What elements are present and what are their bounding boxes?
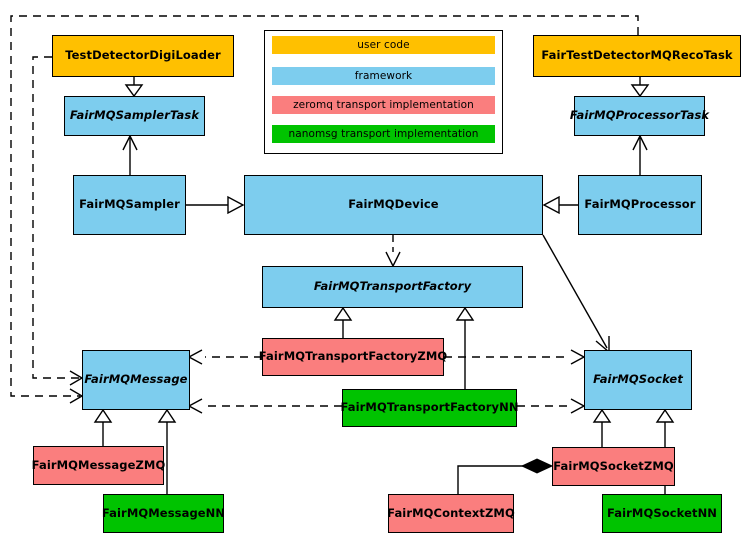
class-label: FairMQTransportFactoryZMQ — [258, 349, 448, 364]
class-label: FairMQProcessorTask — [569, 108, 710, 123]
edge-transportfactoryzmq-to-message — [187, 349, 262, 365]
edge-socketzmq-to-contextzmq — [457, 458, 554, 494]
class-label: FairMQTransportFactoryNN — [340, 400, 519, 415]
legend-label: nanomsg transport implementation — [288, 128, 479, 140]
legend-label: framework — [354, 70, 413, 82]
class-box-testdetectordigiloader[interactable]: TestDetectorDigiLoader — [52, 35, 234, 77]
edge-transportfactorynn-to-transportfactory — [455, 306, 475, 389]
class-label: TestDetectorDigiLoader — [65, 48, 221, 63]
edge-transportfactorynn-to-message — [187, 398, 342, 414]
class-box-fairmqmessagenn[interactable]: FairMQMessageNN — [101, 494, 226, 533]
class-box-fairmqdevice[interactable]: FairMQDevice — [244, 175, 543, 235]
class-box-fairmqprocessor[interactable]: FairMQProcessor — [578, 175, 702, 235]
legend-label: user code — [357, 39, 410, 51]
class-box-fairmqmessagezmq[interactable]: FairMQMessageZMQ — [31, 446, 166, 485]
edge-transportfactorynn-to-socket — [517, 398, 586, 414]
class-box-fairmqsocket[interactable]: FairMQSocket — [584, 350, 692, 410]
class-box-fairmqtransportfactoryzmq[interactable]: FairMQTransportFactoryZMQ — [259, 338, 447, 376]
class-label: FairMQMessage — [84, 372, 188, 387]
class-label: FairMQTransportFactory — [313, 279, 472, 294]
edge-transportfactoryzmq-to-transportfactory — [333, 306, 353, 338]
legend-item-framework: framework — [272, 67, 495, 85]
class-box-fairmqtransportfactorynn[interactable]: FairMQTransportFactoryNN — [340, 389, 519, 427]
class-label: FairMQMessageZMQ — [31, 457, 166, 472]
edge-sampler-to-device — [186, 195, 245, 215]
class-label: FairMQSocketZMQ — [553, 458, 674, 473]
class-box-fairmqsampler[interactable]: FairMQSampler — [73, 175, 186, 235]
edge-sampler-to-samplertask — [122, 134, 138, 175]
class-box-fairtestdetectormqrecotask[interactable]: FairTestDetectorMQRecoTask — [533, 35, 741, 77]
legend-item-user-code: user code — [272, 36, 495, 54]
class-label: FairMQSampler — [79, 197, 180, 212]
class-box-fairmqmessage[interactable]: FairMQMessage — [82, 350, 190, 410]
class-label: FairMQSocketNN — [606, 505, 718, 520]
edge-socketzmq-to-socket — [592, 408, 612, 447]
edge-processor-to-device — [542, 195, 578, 215]
class-box-fairmqsocketnn[interactable]: FairMQSocketNN — [602, 494, 722, 533]
class-box-fairmqprocessortask[interactable]: FairMQProcessorTask — [570, 96, 709, 136]
class-label: FairMQMessageNN — [101, 505, 226, 520]
class-box-fairmqsamplertask[interactable]: FairMQSamplerTask — [64, 96, 205, 136]
class-label: FairMQContextZMQ — [387, 505, 515, 520]
edge-device-to-transportfactory — [385, 235, 401, 268]
edge-recotask-to-processortask — [630, 77, 650, 98]
class-label: FairMQSocket — [593, 372, 683, 387]
edge-messagezmq-to-message — [93, 408, 113, 446]
class-label: FairTestDetectorMQRecoTask — [541, 48, 733, 63]
edge-processor-to-processortask — [632, 134, 648, 175]
class-box-fairmqtransportfactory[interactable]: FairMQTransportFactory — [262, 266, 523, 308]
edge-device-to-socket — [542, 234, 610, 354]
class-box-fairmqsocketzmq[interactable]: FairMQSocketZMQ — [552, 447, 675, 486]
legend-item-nanomsg: nanomsg transport implementation — [272, 125, 495, 143]
edge-digiloader-to-samplertask — [124, 77, 144, 98]
class-box-fairmqcontextzmq[interactable]: FairMQContextZMQ — [387, 494, 515, 533]
class-label: FairMQSamplerTask — [69, 108, 200, 123]
class-label: FairMQProcessor — [584, 197, 696, 212]
legend-label: zeromq transport implementation — [293, 99, 474, 111]
class-label: FairMQDevice — [348, 197, 439, 212]
edge-messagenn-to-message — [157, 408, 177, 494]
legend-item-zeromq: zeromq transport implementation — [272, 96, 495, 114]
